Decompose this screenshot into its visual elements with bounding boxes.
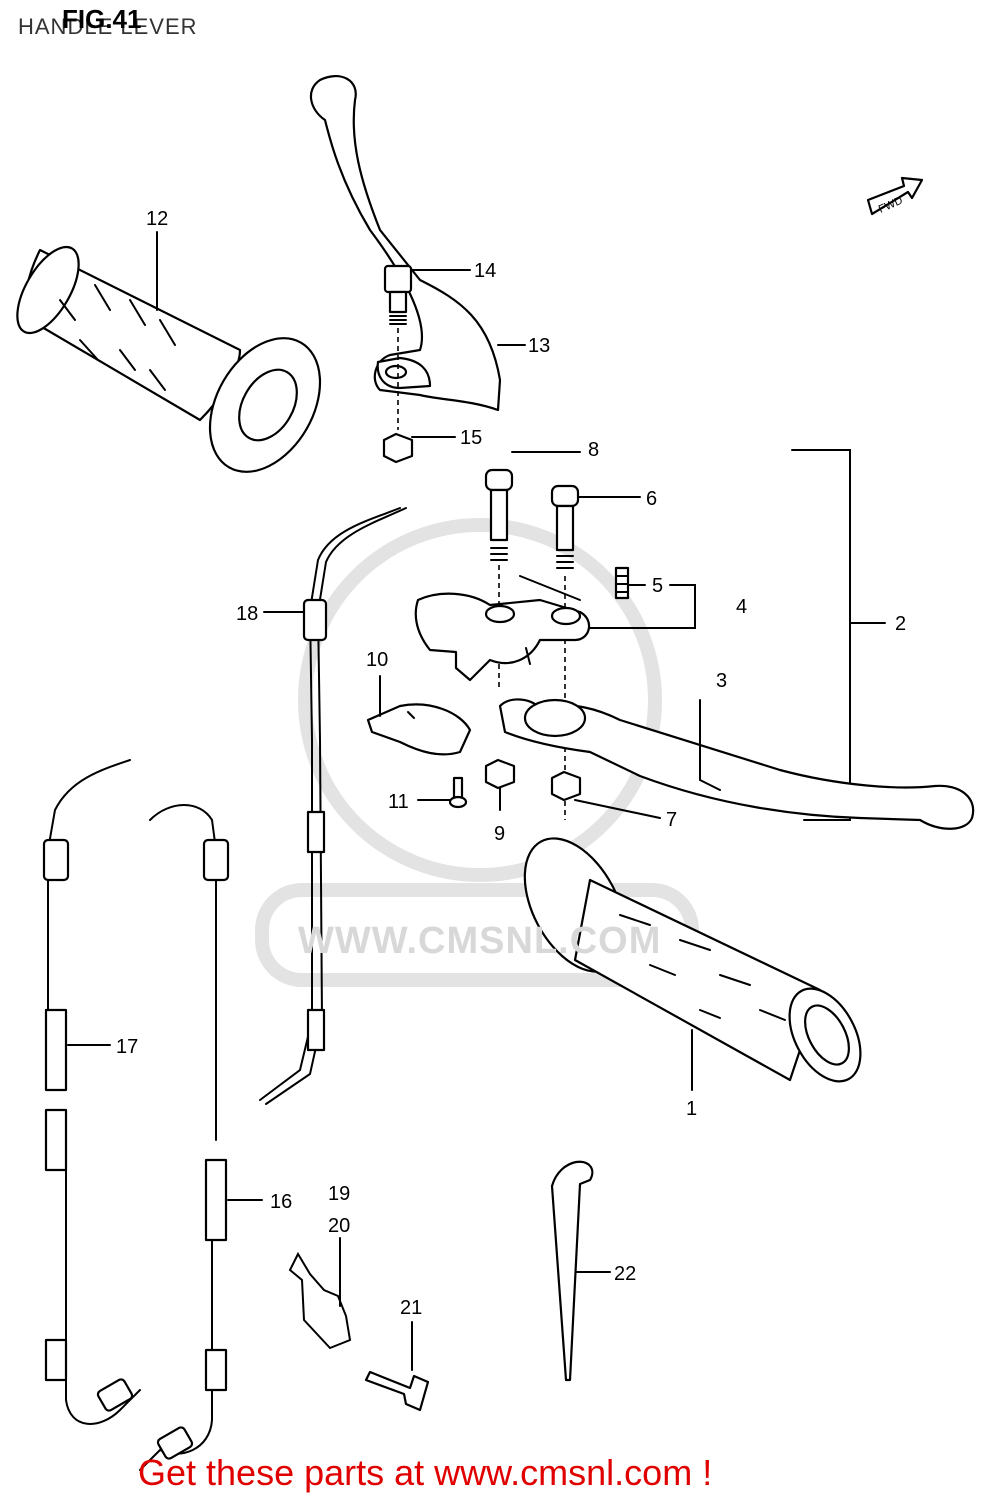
footer-link[interactable]: Get these parts at www.cmsnl.com ! xyxy=(138,1452,713,1493)
fwd-arrow-icon xyxy=(866,176,924,216)
part-19-20-clamp xyxy=(288,1251,352,1350)
part-5-spring xyxy=(614,566,630,600)
part-15-nut xyxy=(382,432,414,464)
part-3-brake-lever xyxy=(498,698,975,830)
callout-16: 16 xyxy=(270,1191,292,1213)
callout-10: 10 xyxy=(366,649,388,671)
callout-11: 11 xyxy=(388,791,409,813)
part-10-switch xyxy=(366,703,472,756)
callout-20: 20 xyxy=(328,1215,350,1237)
diagram-title: HANDLE LEVER xyxy=(18,14,198,39)
callout-6: 6 xyxy=(646,488,657,510)
callout-4: 4 xyxy=(736,596,747,618)
callout-12: 12 xyxy=(146,208,168,230)
callout-14: 14 xyxy=(474,260,496,282)
part-22-cable-tie xyxy=(550,1160,594,1382)
callout-2: 2 xyxy=(895,613,906,635)
part-11-screw xyxy=(448,776,468,809)
callout-7: 7 xyxy=(666,809,677,831)
part-1-throttle-grip xyxy=(523,837,862,1083)
callout-1: 1 xyxy=(686,1098,697,1120)
callout-13: 13 xyxy=(528,335,550,357)
part-8-bolt xyxy=(484,468,514,561)
callout-22: 22 xyxy=(614,1263,636,1285)
part-13-clutch-lever xyxy=(309,75,502,412)
part-14-pivot-bolt xyxy=(383,264,413,325)
callout-17: 17 xyxy=(116,1036,138,1058)
callout-15: 15 xyxy=(460,427,482,449)
part-21-bolt xyxy=(364,1370,430,1412)
callout-9: 9 xyxy=(494,823,505,845)
callout-21: 21 xyxy=(400,1297,422,1319)
watermark-text: WWW.CMSNL.COM xyxy=(298,920,662,962)
callout-8: 8 xyxy=(588,439,599,461)
part-16-cable xyxy=(139,804,230,1471)
part-6-bolt xyxy=(550,484,580,569)
callout-3: 3 xyxy=(716,670,727,692)
part-12-left-grip xyxy=(16,245,322,473)
part-4-lever-holder xyxy=(414,575,591,682)
part-9-nut xyxy=(484,758,516,790)
part-18-cable xyxy=(259,507,407,1105)
figure-label: FIG.41 xyxy=(62,4,142,34)
callout-5: 5 xyxy=(652,575,663,597)
callout-19: 19 xyxy=(328,1183,350,1205)
callout-18: 18 xyxy=(236,603,258,625)
part-7-nut xyxy=(550,770,582,802)
part-17-cable xyxy=(42,759,141,1425)
